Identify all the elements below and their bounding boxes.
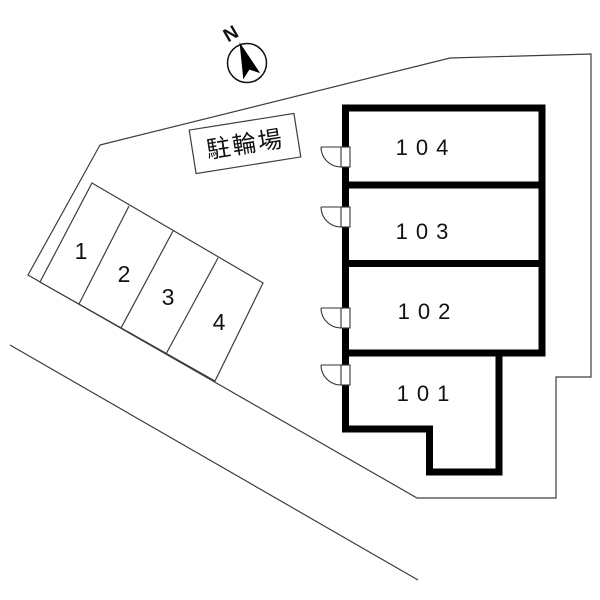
door-103-opening xyxy=(340,206,351,228)
door-102 xyxy=(320,307,351,329)
door-104-opening xyxy=(340,146,351,168)
door-104 xyxy=(320,146,351,168)
parking-labels: 1 2 3 4 xyxy=(75,238,226,335)
bike-parking: 駐輪場 xyxy=(188,112,302,175)
unit-label-102: 102 xyxy=(398,299,459,324)
building-outline xyxy=(342,104,546,476)
door-101-swing-arc xyxy=(320,364,342,386)
doors xyxy=(320,146,351,386)
north-arrow-icon xyxy=(239,42,261,80)
unit-label-101: 101 xyxy=(397,381,458,406)
door-102-opening xyxy=(340,307,351,329)
bike-parking-box xyxy=(188,112,302,175)
door-101 xyxy=(320,364,351,386)
compass: N xyxy=(220,22,268,84)
unit-label-104: 104 xyxy=(396,135,457,160)
compass-north-label: N xyxy=(220,22,242,47)
parking-area xyxy=(39,182,264,382)
property-boundary xyxy=(9,53,592,581)
parking-divider-3 xyxy=(165,257,219,355)
parking-strip xyxy=(39,182,264,382)
parking-space-2-label: 2 xyxy=(118,261,131,287)
boundary-outline xyxy=(27,53,592,499)
door-102-swing-arc xyxy=(320,307,342,329)
parking-divider-1 xyxy=(78,205,130,305)
door-104-swing-arc xyxy=(320,146,342,168)
parking-space-3-label: 3 xyxy=(162,284,175,310)
compass-circle xyxy=(226,42,268,84)
unit-labels: 104 103 102 101 xyxy=(396,135,459,406)
parking-divider-2 xyxy=(120,230,174,329)
door-103 xyxy=(320,206,351,228)
building xyxy=(342,104,546,476)
road-line xyxy=(9,344,419,581)
parking-space-4-label: 4 xyxy=(213,309,226,335)
door-101-opening xyxy=(340,364,351,386)
door-103-swing-arc xyxy=(320,206,342,228)
parking-space-1-label: 1 xyxy=(75,238,88,264)
unit-label-103: 103 xyxy=(396,219,457,244)
